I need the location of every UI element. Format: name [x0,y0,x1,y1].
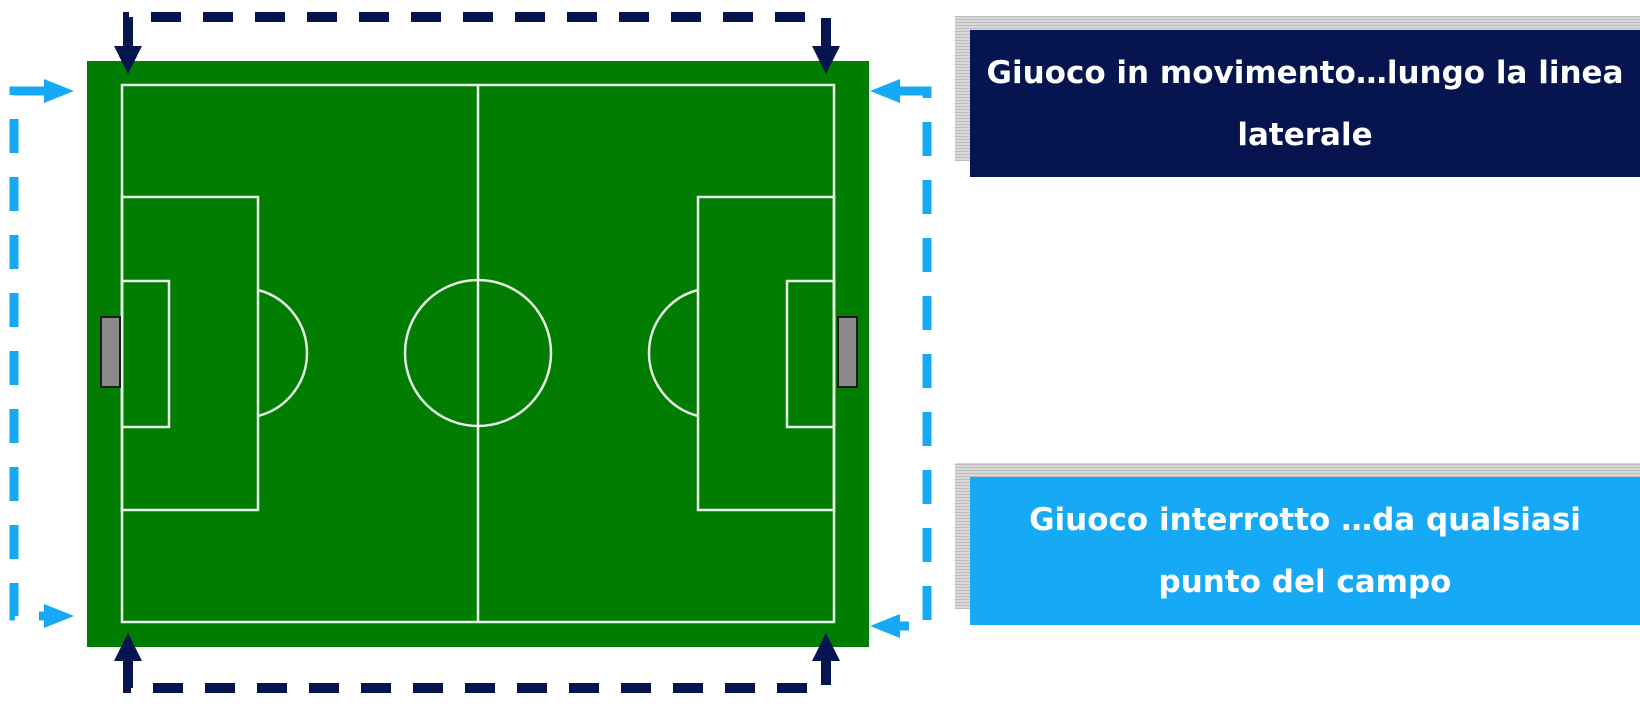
interrupted-label-box: Giuoco interrotto …da qualsiasi punto de… [970,477,1640,625]
right-penalty-arc [647,288,699,418]
left-goal-area [120,279,171,429]
left-goal [100,316,121,388]
right-goal [837,316,858,388]
left-bottom-arrowhead [44,604,74,628]
center-circle [403,278,553,428]
pitch-markings [120,83,836,624]
top-right-arrowhead [812,46,840,74]
bottom-right-arrowhead [812,633,840,661]
interrupted-arrows [9,79,932,638]
top-left-arrowhead [114,46,142,74]
right-goal-area [785,279,836,429]
top-dashed-path [123,12,831,46]
left-top-arrowhead [44,79,74,103]
movement-label-box: Giuoco in movimento…lungo la linea later… [970,30,1640,177]
right-dashed-path [900,86,932,631]
left-dashed-path [9,86,44,621]
interrupted-label: Giuoco interrotto …da qualsiasi punto de… [1029,502,1581,600]
left-penalty-arc [257,288,309,418]
right-bottom-arrowhead [870,614,900,638]
bottom-dashed-path [123,661,831,693]
movement-arrows [114,12,840,693]
right-top-arrowhead [870,79,900,103]
bottom-left-arrowhead [114,633,142,661]
movement-label: Giuoco in movimento…lungo la linea later… [986,54,1624,153]
